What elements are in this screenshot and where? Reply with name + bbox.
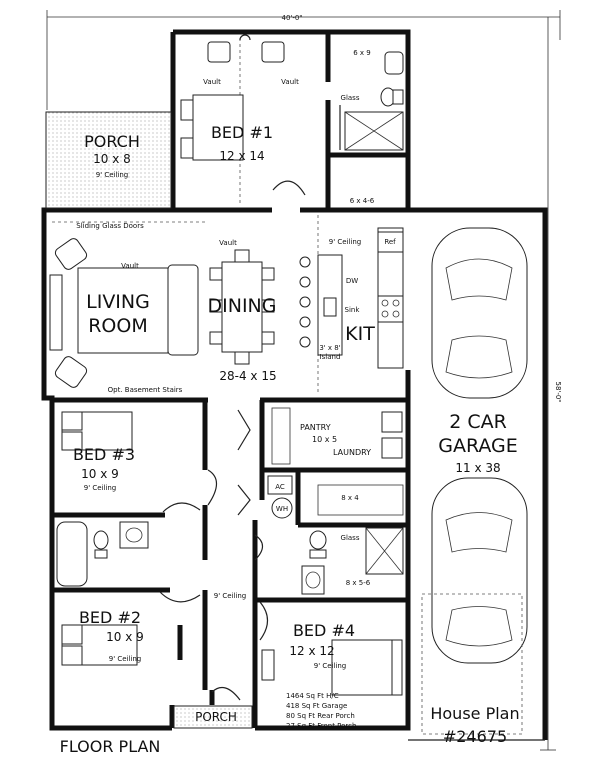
water-heater xyxy=(271,497,293,519)
area-garage: 418 Sq Ft Garage xyxy=(286,702,347,710)
garage-cars xyxy=(421,227,528,735)
closet4-size: 8 x 4 xyxy=(341,494,359,502)
dimension-lines xyxy=(46,10,561,751)
bath4-glass: Glass xyxy=(341,534,360,542)
hall-bath-fixtures xyxy=(56,521,149,587)
kitchen-island-label: Island xyxy=(320,353,341,361)
bath4-size: 8 x 5-6 xyxy=(346,579,371,587)
kitchen-fixtures xyxy=(299,227,404,369)
garage-size: 11 x 38 xyxy=(455,461,500,475)
area-heated: 1464 Sq Ft H/C xyxy=(286,692,339,700)
rear-porch-slab xyxy=(45,111,172,209)
bed1-vault-right: Vault xyxy=(281,78,299,86)
depth-dimension: 58'-0" xyxy=(554,381,562,402)
interior-walls xyxy=(52,32,408,728)
bed2-name: BED #2 xyxy=(79,608,141,627)
bath1-glass: Glass xyxy=(341,94,360,102)
living-furniture xyxy=(49,221,205,388)
area-rear-porch: 80 Sq Ft Rear Porch xyxy=(286,712,355,720)
bed2-size: 10 x 9 xyxy=(106,630,144,644)
width-dimension: 40'-0" xyxy=(281,14,302,22)
kitchen-dw: DW xyxy=(346,277,358,285)
kitchen-sink: Sink xyxy=(345,306,361,314)
closet1-size: 6 x 4-6 xyxy=(350,197,375,205)
ac-unit xyxy=(267,475,293,495)
kitchen-ceiling: 9' Ceiling xyxy=(329,238,362,246)
ac-label: AC xyxy=(275,483,285,491)
bed3-name: BED #3 xyxy=(73,445,135,464)
corridor-doors xyxy=(207,409,264,561)
house-plan-label: House Plan xyxy=(430,704,519,723)
bed1-name: BED #1 xyxy=(211,123,273,142)
bed1-vault-left: Vault xyxy=(203,78,221,86)
exterior-walls xyxy=(41,29,548,741)
bath1-size: 6 x 9 xyxy=(353,49,371,57)
front-porch-slab xyxy=(173,705,253,729)
front-door-swing xyxy=(211,686,241,701)
pantry-size: 10 x 5 xyxy=(312,435,337,444)
floor-plan-title: FLOOR PLAN xyxy=(60,737,161,756)
living-stairs: Opt. Basement Stairs xyxy=(108,386,183,394)
pantry-name: PANTRY xyxy=(300,423,331,432)
kitchen-name: KIT xyxy=(345,323,375,345)
dining-table xyxy=(209,249,275,365)
dining-size: 28-4 x 15 xyxy=(219,369,276,383)
rear-porch-name: PORCH xyxy=(84,132,140,151)
kitchen-ref: Ref xyxy=(384,238,396,246)
bed3-size: 10 x 9 xyxy=(81,467,119,481)
living-name-line2: ROOM xyxy=(88,315,148,337)
bed4-size: 12 x 12 xyxy=(289,644,334,658)
rear-porch-ceiling: 9' Ceiling xyxy=(96,171,129,179)
house-plan-number: #24675 xyxy=(443,727,507,746)
laundry-appliances xyxy=(271,407,403,465)
living-name-line1: LIVING xyxy=(86,291,150,313)
bed3-furniture xyxy=(61,411,201,513)
kitchen-island-size: 3' x 8' xyxy=(319,344,340,352)
bed2-ceiling: 9' Ceiling xyxy=(109,655,142,663)
bath1-fixtures xyxy=(339,51,404,151)
bed1-furniture xyxy=(180,34,306,196)
bed1-size: 12 x 14 xyxy=(219,149,264,163)
garage-name-line2: GARAGE xyxy=(438,435,518,457)
dining-vault: Vault xyxy=(219,239,237,247)
front-porch-name: PORCH xyxy=(195,710,237,724)
bath4-fixtures xyxy=(301,527,404,595)
rear-porch-size: 10 x 8 xyxy=(93,152,131,166)
bed4-ceiling: 9' Ceiling xyxy=(314,662,347,670)
bed4-furniture xyxy=(259,601,403,696)
closet4-shelf xyxy=(317,484,404,516)
laundry-name: LAUNDRY xyxy=(333,448,371,457)
garage-name-line1: 2 CAR xyxy=(449,411,507,433)
dining-name: DINING xyxy=(208,295,277,317)
living-doors: Sliding Glass Doors xyxy=(76,222,144,230)
wh-label: WH xyxy=(276,505,288,513)
hall-ceiling: 9' Ceiling xyxy=(214,592,247,600)
living-vault: Vault xyxy=(121,262,139,270)
bed4-name: BED #4 xyxy=(293,621,355,640)
area-front-porch: 27 Sq Ft Front Porch xyxy=(286,722,356,730)
bed2-furniture xyxy=(61,591,201,666)
bed3-ceiling: 9' Ceiling xyxy=(84,484,117,492)
